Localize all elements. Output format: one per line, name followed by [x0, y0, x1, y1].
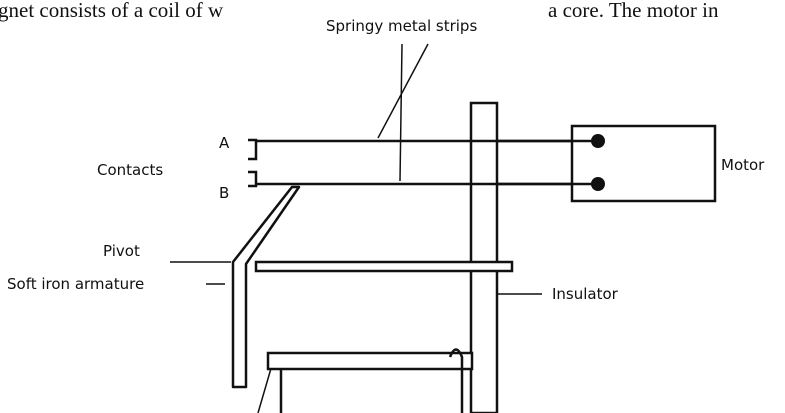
label-leader-lines: [170, 43, 542, 413]
contact-a-bracket: [248, 138, 258, 161]
coil-wire-right: [448, 348, 464, 413]
insulator-post: [469, 101, 499, 413]
electromagnet: [266, 348, 474, 413]
pivot-label: Pivot: [103, 242, 140, 260]
horizontal-support-bar: [254, 260, 514, 273]
text-fragment-left: gnet consists of a coil of w: [0, 0, 224, 22]
motor: [471, 124, 717, 203]
contact-b-label: B: [219, 184, 229, 202]
contact-a-label: A: [219, 134, 230, 152]
springy-leader-2: [399, 43, 403, 182]
coil-leader: [257, 364, 273, 413]
springy-leader-1: [377, 43, 429, 139]
armature-label: Soft iron armature: [7, 275, 144, 293]
springy-metal-strips: [256, 139, 598, 186]
contacts-group: [248, 138, 258, 188]
springy-strips-label: Springy metal strips: [326, 17, 477, 35]
electromagnet-core: [266, 351, 474, 371]
contact-b-bracket: [248, 170, 258, 188]
contacts-label: Contacts: [97, 161, 163, 179]
text-fragment-right: a core. The motor in: [548, 0, 719, 22]
motor-label: Motor: [721, 156, 765, 174]
insulator-label: Insulator: [552, 285, 619, 303]
label-mask: [320, 0, 540, 38]
soft-iron-armature: [231, 185, 301, 389]
